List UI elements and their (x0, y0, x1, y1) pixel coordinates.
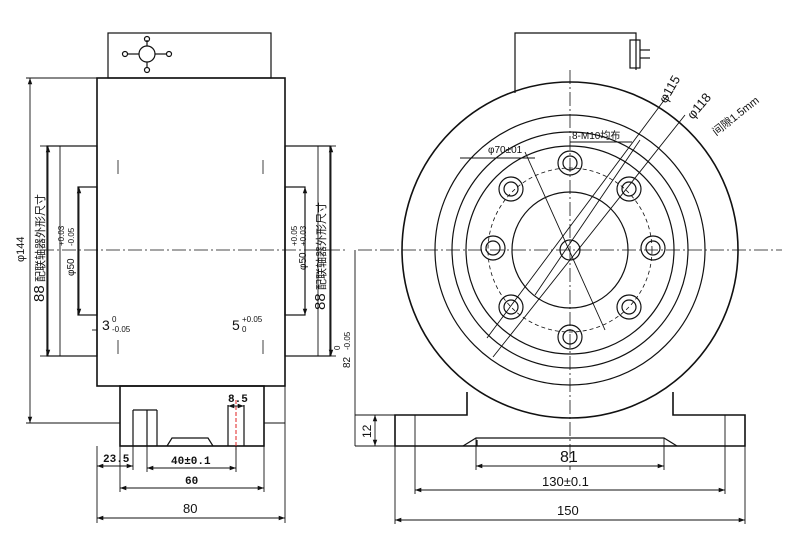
dim-81-label: 81 (560, 449, 578, 466)
bolt-hole (498, 294, 524, 320)
dim-phi115-label: φ115 (656, 73, 684, 106)
dim-8-5-label: 8.5 (228, 394, 248, 406)
tol-3-upper: 0 (112, 315, 117, 324)
mounting-base (119, 385, 265, 447)
bolt-hole (616, 176, 642, 202)
coupling-note-left: 配联轴器外形尺寸 (33, 194, 47, 282)
dim-80-label: 80 (183, 501, 197, 516)
dim-12-label: 12 (360, 424, 374, 438)
dim-phi144-label: φ144 (15, 237, 27, 263)
side-view: 8.5 23.5 40±0.1 60 80 φ144 88 配联轴器外形尺寸 φ… (15, 32, 353, 523)
tol-5-upper: +0.05 (242, 315, 263, 324)
gap-note: 间隙1.5mm (709, 93, 761, 138)
dim-88-left-label: 88 (31, 285, 48, 302)
dim-5-label: 5 (232, 317, 240, 333)
dim-40-label: 40±0.1 (171, 456, 211, 468)
bolt-hole (640, 235, 666, 261)
bolt-hole (616, 294, 642, 320)
dim-phi50-left-label: φ50 (66, 258, 77, 276)
coupling-note-right: 配联轴器外形尺寸 (314, 202, 328, 290)
front-view: φ115 φ118 间隙1.5mm 8-M10均布 φ70±01 12 81 1… (354, 32, 782, 524)
bolt-hole (480, 235, 506, 261)
bolt-holes (480, 150, 666, 350)
dim-82-label: 82 (342, 356, 353, 368)
tol-phi50-left-lower: -0.05 (67, 227, 76, 246)
connector-symbol-icon (121, 35, 173, 74)
tol-3-lower: -0.05 (112, 325, 131, 334)
tol-phi50-right-upper: +0.05 (290, 225, 299, 246)
tol-5-lower: 0 (242, 325, 247, 334)
dim-82-tol-upper: 0 (333, 345, 342, 350)
dim-phi50-right-label: φ50 (298, 252, 309, 270)
bolt-hole (498, 176, 524, 202)
holes-note: 8-M10均布 (572, 130, 620, 142)
dim-88-right-label: 88 (312, 293, 329, 310)
tol-phi50-left-upper: +0.03 (57, 225, 66, 246)
dim-phi118-label: φ118 (684, 90, 714, 122)
dim-60-label: 60 (185, 476, 198, 488)
dim-150-label: 150 (557, 503, 579, 518)
connector-housing (107, 32, 272, 79)
front-connector-housing (514, 32, 637, 93)
left-shaft-flange (46, 145, 98, 357)
dim-phi70-label: φ70±01 (488, 145, 523, 156)
dim-3-label: 3 (102, 317, 110, 333)
dim-130-label: 130±0.1 (542, 474, 589, 489)
dim-82-tol-lower: -0.05 (343, 331, 352, 350)
sensor-body (96, 77, 286, 387)
dim-23-5-label: 23.5 (103, 454, 130, 466)
tol-phi50-right-lower: +0.03 (299, 225, 308, 246)
